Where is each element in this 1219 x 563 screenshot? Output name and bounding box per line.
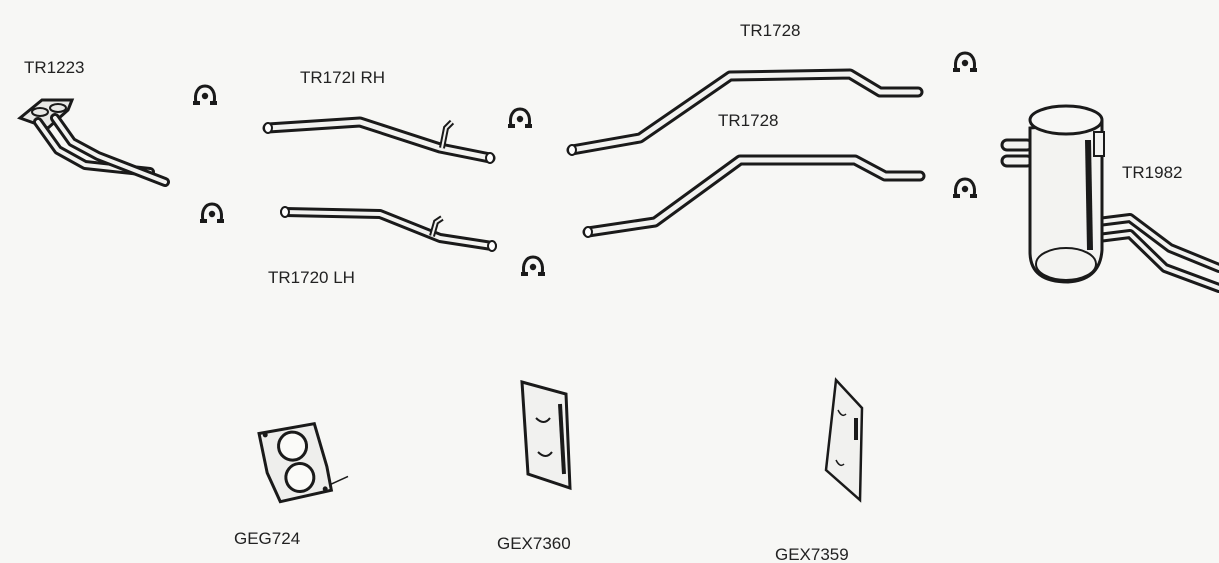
intermediate-pipe-upper [566, 68, 924, 156]
label-intermediate-lower: TR1728 [718, 111, 778, 130]
intermediate-pipe-lower [582, 154, 926, 238]
gasket-gex7359 [824, 377, 864, 503]
label-silencer: TR1982 [1122, 163, 1182, 182]
clamp-icon [191, 84, 219, 107]
clamp-icon [519, 255, 547, 278]
front-pipe-tr1223 [16, 98, 170, 187]
label-intermediate-upper: TR1728 [740, 21, 800, 40]
silencer-tr1982 [1000, 104, 1219, 293]
label-front-pipe: TR1223 [24, 58, 84, 77]
pipe-tr1721-rh [262, 116, 496, 164]
label-gasket-gex7360: GEX7360 [497, 534, 571, 553]
gasket-geg724 [257, 421, 349, 504]
label-pipe-rh: TR172I RH [300, 68, 385, 87]
clamp-icon [951, 177, 979, 200]
clamp-icon [506, 107, 534, 130]
label-gasket-gex7359: GEX7359 [775, 545, 849, 563]
gasket-gex7360 [520, 379, 572, 491]
label-pipe-lh: TR1720 LH [268, 268, 355, 287]
clamp-icon [198, 202, 226, 225]
pipe-tr1720-lh [280, 206, 497, 252]
label-gasket-geg724: GEG724 [234, 529, 300, 548]
clamp-icon [951, 51, 979, 74]
